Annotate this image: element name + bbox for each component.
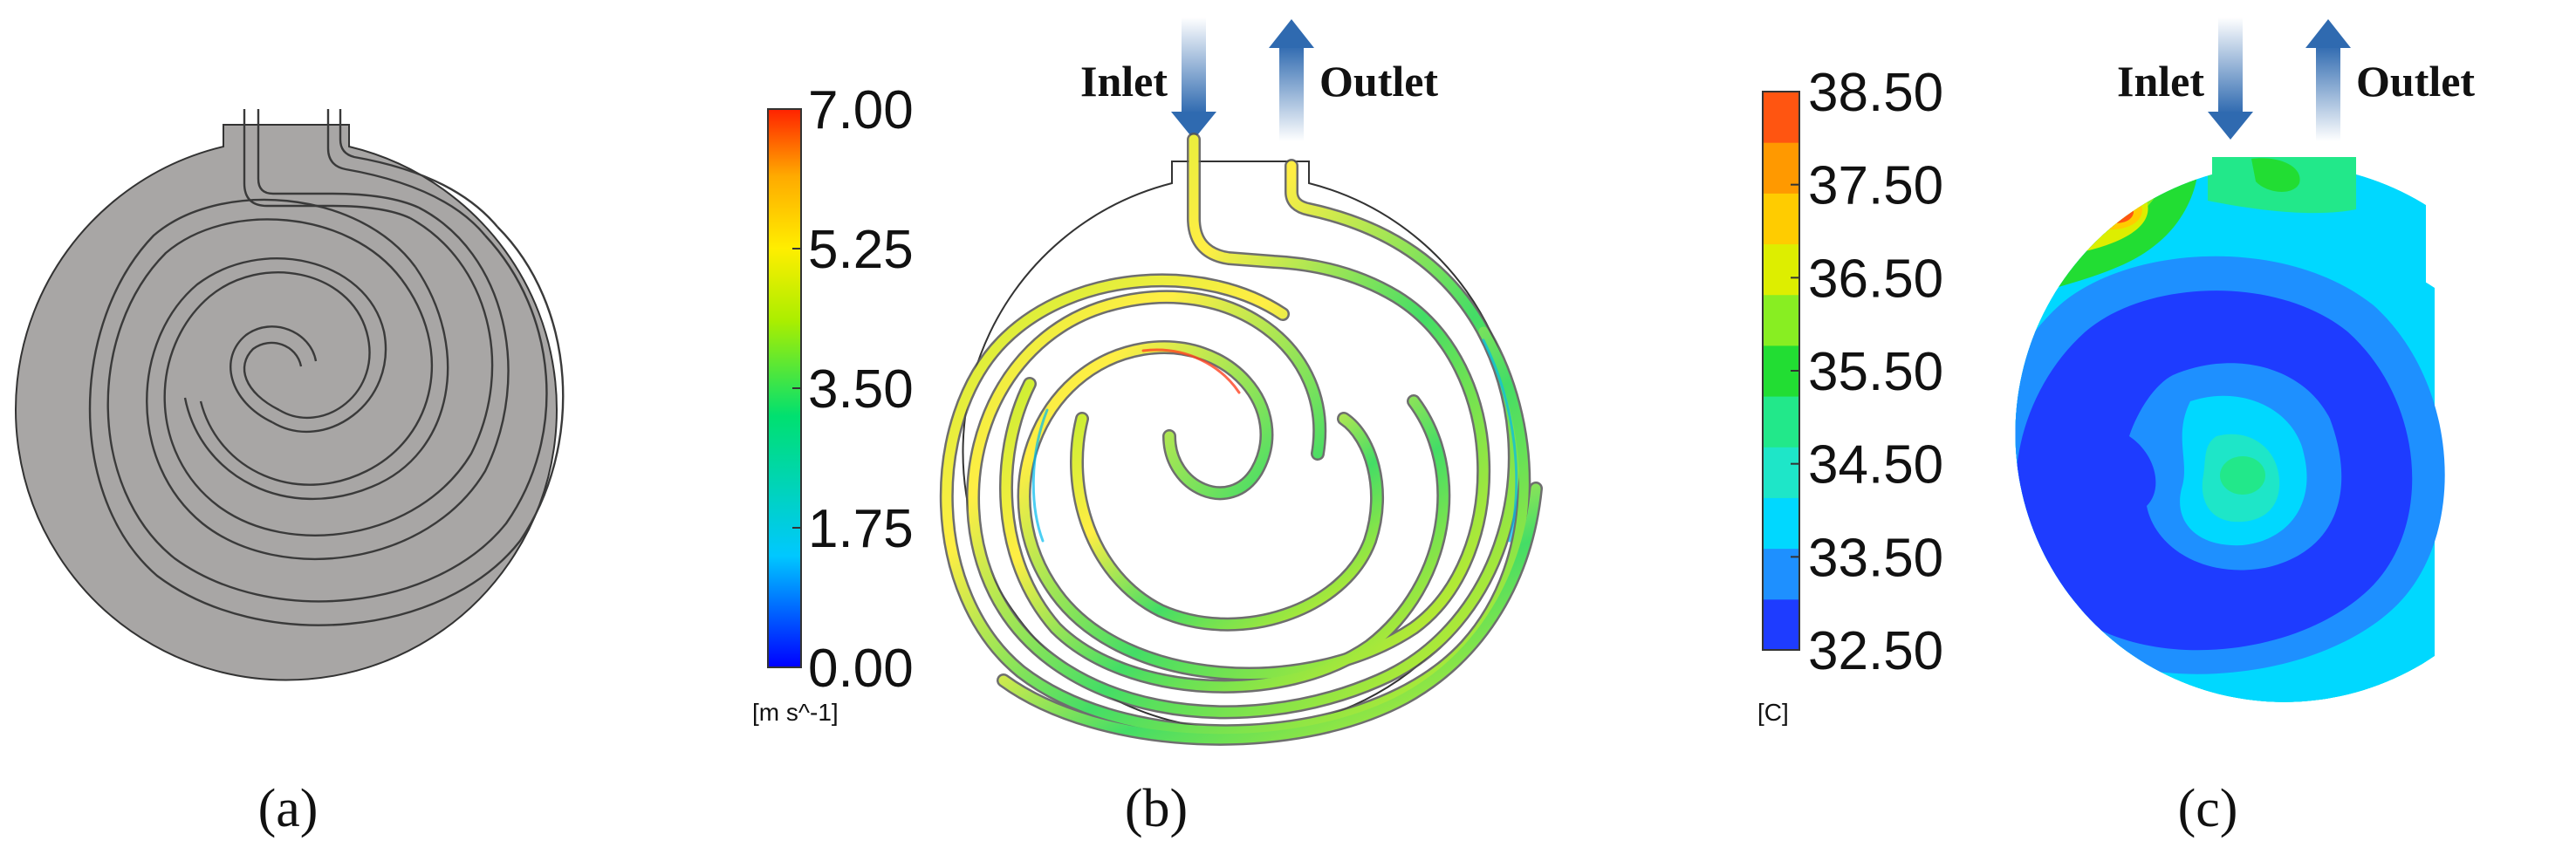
- temperature-unit: [C]: [1757, 699, 1789, 726]
- temperature-tick-label: 32.50: [1808, 621, 1943, 681]
- temperature-band: [1763, 598, 1799, 651]
- velocity-tick-labels: 7.00 5.25 3.50 1.75 0.00: [808, 80, 914, 699]
- panel-b-inlet-arrow: [1171, 17, 1216, 140]
- panel-a-plate: [15, 109, 565, 681]
- velocity-unit: [m s^-1]: [752, 699, 839, 726]
- panel-c-inlet-arrow: [2208, 17, 2253, 140]
- panel-c-inlet-label: Inlet: [2117, 57, 2204, 106]
- temperature-tick-label: 33.50: [1808, 528, 1943, 588]
- temperature-band: [1763, 142, 1799, 194]
- spiral-channel: [88, 109, 565, 626]
- panel-a-label: (a): [258, 779, 319, 838]
- panel-b-outlet-arrow: [1269, 19, 1314, 141]
- temperature-band: [1763, 294, 1799, 346]
- velocity-tick-marks: [792, 108, 801, 668]
- velocity-tick-label: 0.00: [808, 639, 914, 699]
- temperature-band: [1763, 497, 1799, 550]
- velocity-tick-label: 5.25: [808, 220, 914, 280]
- velocity-tick-label: 7.00: [808, 80, 914, 140]
- panel-b-outlet-label: Outlet: [1319, 57, 1438, 106]
- panel-b-inlet-label: Inlet: [1080, 57, 1168, 106]
- temperature-tick-label: 36.50: [1808, 249, 1943, 309]
- temperature-band: [1763, 193, 1799, 245]
- temperature-tick-label: 34.50: [1808, 435, 1943, 496]
- temperature-tick-marks: [1791, 91, 1799, 651]
- temperature-band: [1763, 92, 1799, 143]
- panel-c-outlet-label: Outlet: [2356, 57, 2475, 106]
- temperature-band: [1763, 243, 1799, 296]
- velocity-legend: 7.00 5.25 3.50 1.75 0.00 [m s^-1]: [752, 80, 914, 726]
- temperature-legend: 38.50 37.50 36.50 35.50 34.50 33.50 32.50 [C]: [1757, 63, 1943, 726]
- panel-c-label: (c): [2178, 779, 2238, 838]
- temperature-contour: [2015, 157, 2445, 702]
- temperature-band: [1763, 396, 1799, 448]
- plate-outline: [15, 124, 558, 681]
- panel-c-outlet-arrow: [2305, 19, 2351, 141]
- velocity-tick-label: 3.50: [808, 359, 914, 420]
- temperature-tick-label: 38.50: [1808, 63, 1943, 123]
- velocity-streamlines: [939, 133, 1543, 746]
- panel-b-label: (b): [1125, 779, 1188, 838]
- temperature-tick-label: 35.50: [1808, 342, 1943, 402]
- temperature-tick-label: 37.50: [1808, 156, 1943, 216]
- temperature-tick-labels: 38.50 37.50 36.50 35.50 34.50 33.50 32.50: [1808, 63, 1943, 681]
- velocity-tick-label: 1.75: [808, 499, 914, 559]
- temperature-band: [1763, 447, 1799, 498]
